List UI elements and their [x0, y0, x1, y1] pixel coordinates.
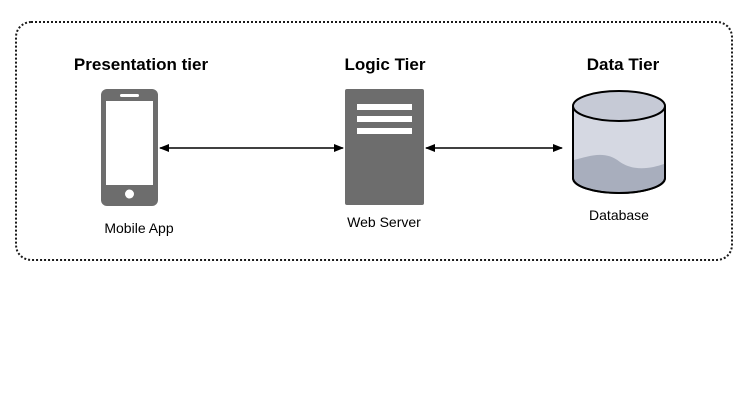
database-label: Database	[589, 207, 649, 223]
mobile-app-label: Mobile App	[104, 220, 174, 236]
data-tier-title: Data Tier	[586, 55, 660, 74]
mobile-phone-icon	[101, 89, 158, 206]
presentation-tier-title: Presentation tier	[73, 55, 209, 74]
server-icon	[345, 89, 424, 205]
web-server-label: Web Server	[347, 214, 421, 230]
database-icon	[572, 90, 666, 194]
logic-tier-title: Logic Tier	[344, 55, 426, 74]
system-boundary	[15, 21, 733, 261]
